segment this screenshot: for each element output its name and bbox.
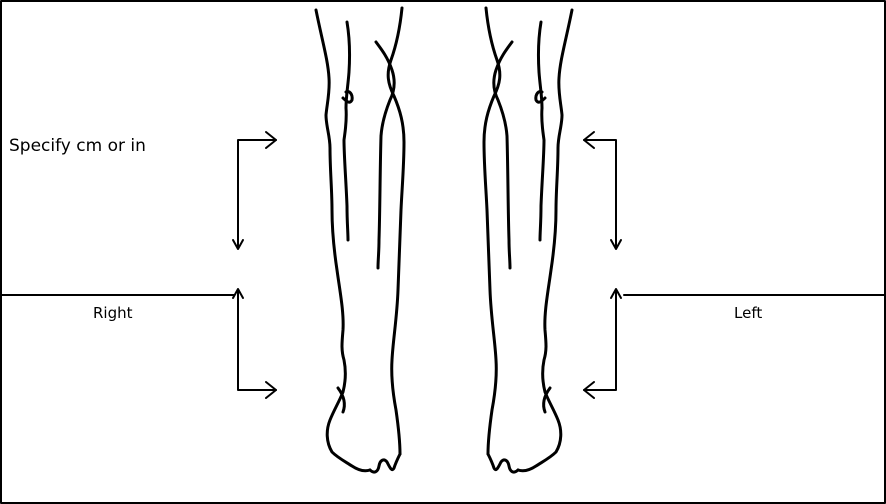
left-lower-measure-arrow xyxy=(584,289,621,398)
instruction-label: Specify cm or in xyxy=(9,136,146,156)
right-upper-measure-arrow xyxy=(233,132,276,249)
right-side-label: Right xyxy=(93,304,133,322)
left-upper-measure-arrow xyxy=(584,132,621,249)
right-lower-measure-arrow xyxy=(233,289,276,398)
left-leg-drawing xyxy=(484,8,572,472)
right-leg-drawing xyxy=(316,8,404,472)
left-side-label: Left xyxy=(734,304,762,322)
